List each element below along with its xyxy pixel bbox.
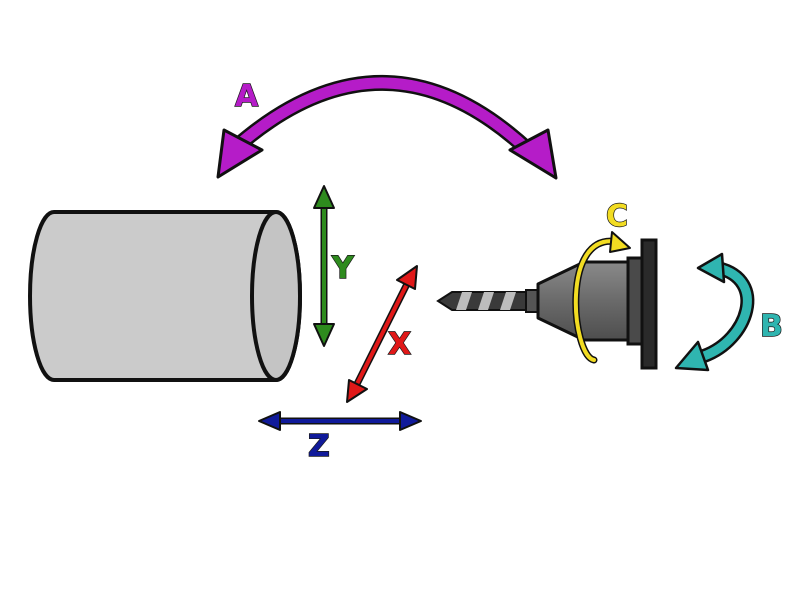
- tool-holder: [536, 238, 658, 370]
- z-axis-arrow: [258, 411, 422, 431]
- label-z: Z: [308, 429, 330, 464]
- label-c: C: [606, 199, 628, 234]
- x-axis-arrow: [346, 265, 418, 403]
- workpiece-cylinder: [28, 210, 302, 382]
- label-y: Y: [331, 251, 355, 286]
- label-b: B: [760, 309, 783, 344]
- a-axis-arrow: [216, 74, 558, 180]
- label-a: A: [235, 79, 259, 114]
- c-axis-arrow: [572, 231, 631, 364]
- b-axis-arrow: [674, 252, 755, 372]
- drill-bit: [436, 289, 539, 313]
- label-x: X: [388, 327, 411, 362]
- y-axis-arrow: [313, 185, 335, 347]
